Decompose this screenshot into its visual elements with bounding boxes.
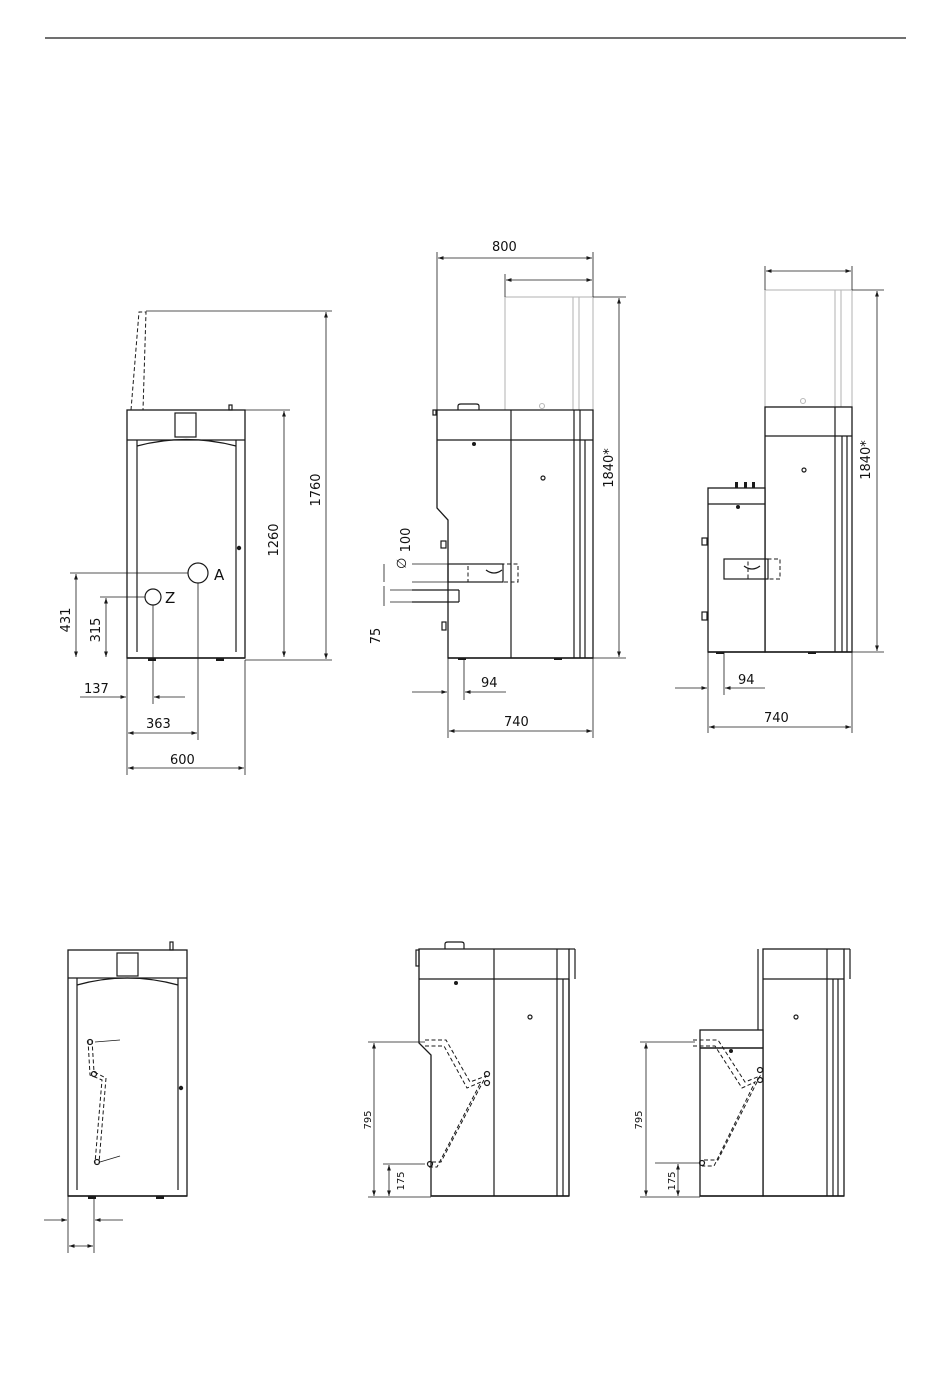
dim-800: 800 (492, 240, 517, 255)
dim-600: 600 (170, 753, 195, 768)
diameter-symbol-icon: ∅ (395, 558, 410, 569)
dim-75: 75 (369, 628, 384, 645)
dim-795-right: 795 (634, 1110, 645, 1129)
dim-315: 315 (89, 618, 104, 643)
lower-front-view (68, 942, 187, 1199)
dim-137: 137 (84, 682, 109, 697)
dim-1760: 1760 (309, 473, 324, 506)
front-view (127, 312, 245, 661)
side-view-right (702, 290, 852, 654)
side-view-left (412, 297, 593, 660)
dim-94-left: 94 (481, 676, 498, 691)
dim-795-left: 795 (363, 1110, 374, 1129)
lower-front-dimensions (44, 1196, 123, 1253)
dim-363: 363 (146, 717, 171, 732)
dim-1840-right: 1840* (859, 440, 874, 480)
dim-175-right: 175 (667, 1171, 678, 1190)
lower-side-view-right (693, 949, 850, 1196)
lower-side-view-left (416, 942, 575, 1196)
dim-740-left: 740 (504, 715, 529, 730)
dim-1260: 1260 (267, 523, 282, 556)
label-a: A (214, 566, 225, 584)
dim-175-left: 175 (396, 1171, 407, 1190)
dim-740-right: 740 (764, 711, 789, 726)
dim-431: 431 (59, 608, 74, 633)
dim-94-right: 94 (738, 673, 755, 688)
dim-100: 100 (399, 528, 414, 553)
dim-1840-left: 1840* (602, 448, 617, 488)
label-z: Z (165, 589, 175, 607)
door-knob-icon (237, 546, 241, 550)
